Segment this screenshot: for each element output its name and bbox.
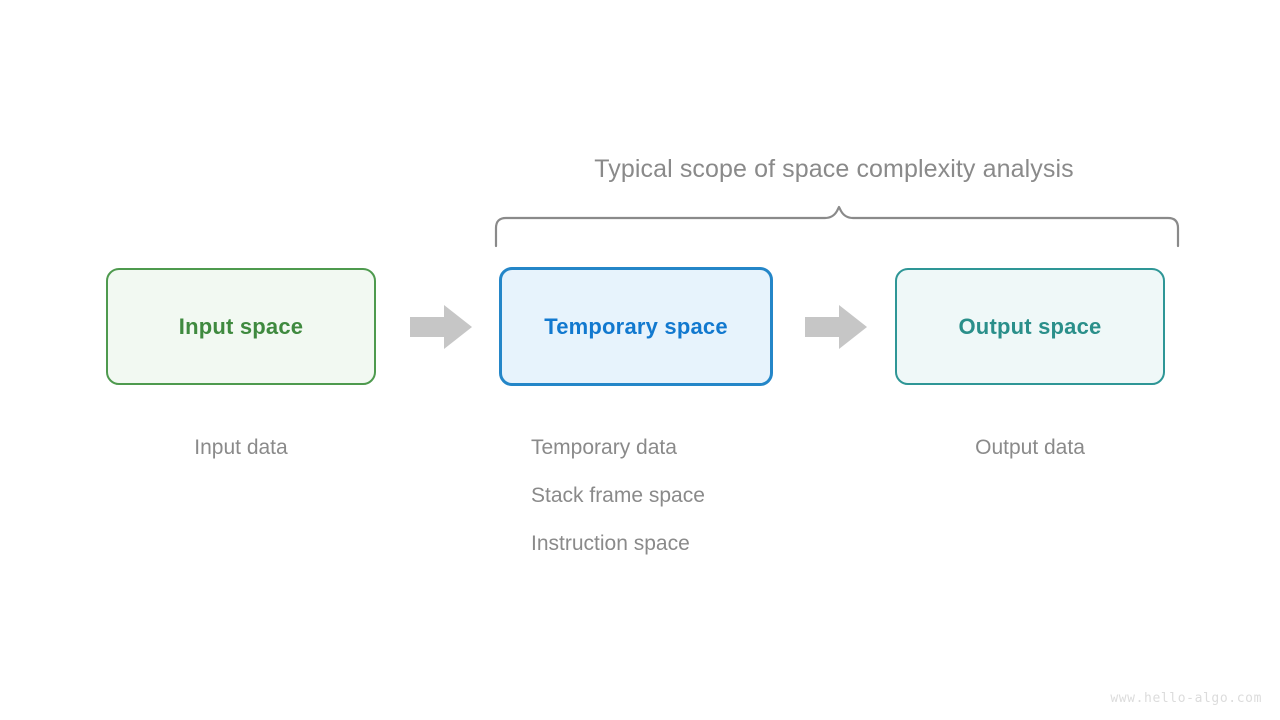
output-caption-list: Output data xyxy=(895,424,1165,472)
input-space-box: Input space xyxy=(106,268,376,385)
arrow-right-icon xyxy=(410,305,472,349)
temporary-space-box: Temporary space xyxy=(499,267,773,386)
scope-title: Typical scope of space complexity analys… xyxy=(594,155,1074,183)
watermark: www.hello-algo.com xyxy=(1110,691,1262,706)
caption-item: Output data xyxy=(975,436,1085,459)
scope-brace-icon xyxy=(494,205,1180,248)
caption-item: Stack frame space xyxy=(531,484,705,507)
caption-item: Instruction space xyxy=(531,532,690,555)
output-space-box: Output space xyxy=(895,268,1165,385)
caption-item: Input data xyxy=(194,436,288,459)
arrow-right-icon xyxy=(805,305,867,349)
input-caption-list: Input data xyxy=(106,424,376,472)
caption-item: Temporary data xyxy=(531,436,677,459)
temporary-caption-list: Temporary data Stack frame space Instruc… xyxy=(531,424,705,568)
